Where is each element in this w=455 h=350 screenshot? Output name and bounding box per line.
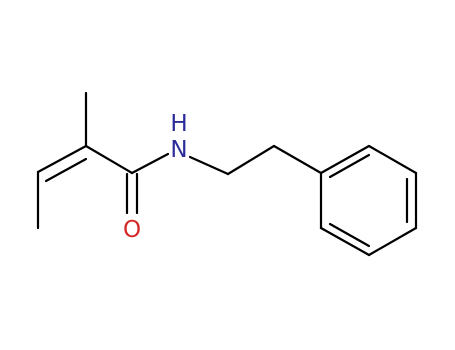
bond-alkene-to-carbonyl: [84, 144, 134, 175]
bond-nitrogen-to-ch2: [188, 155, 230, 176]
nitrogen-label: N: [170, 137, 187, 163]
nitrogen-hydrogen-label: H: [170, 111, 187, 137]
bond-ch2-ch2: [226, 144, 276, 176]
bond-ch2-to-ring: [272, 144, 323, 175]
bond-carbonyl-to-nitrogen: [130, 152, 170, 175]
bond-alkene-outer: [36, 144, 88, 174]
ring-bond-4: [367, 226, 418, 257]
ring-bond-1: [319, 144, 371, 175]
bond-alkene-inner: [44, 157, 88, 183]
ring-double-bond-top: [328, 153, 371, 179]
ring-bond-5: [319, 226, 371, 257]
ring-double-bond-bottom: [328, 222, 371, 248]
oxygen-label: O: [123, 217, 141, 243]
ring-bond-2: [367, 144, 418, 175]
